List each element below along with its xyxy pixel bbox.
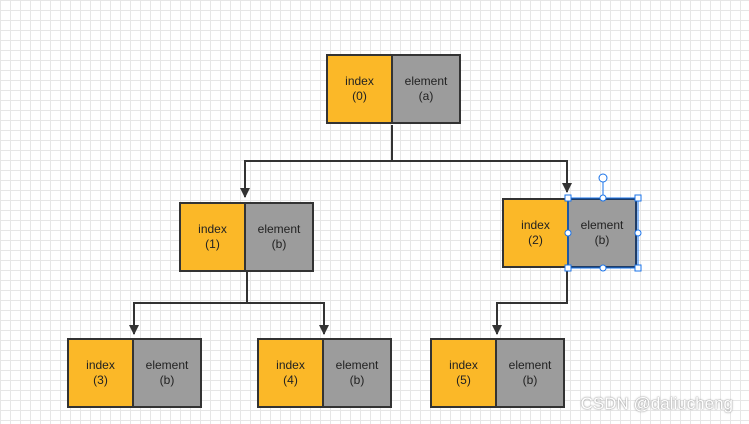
connector-0-to-2 <box>391 125 572 193</box>
watermark: CSDN @daliucheng <box>580 394 733 413</box>
index-cell: index (2) <box>502 198 569 268</box>
index-value: (2) <box>528 233 543 247</box>
index-label: index <box>276 358 305 372</box>
connector-1-to-4 <box>246 272 329 335</box>
connector-2-to-5 <box>492 268 568 335</box>
index-label: index <box>345 74 374 88</box>
index-label: index <box>86 358 115 372</box>
element-value: (b) <box>271 237 287 251</box>
index-value: (0) <box>352 89 367 103</box>
resize-handle-top-right[interactable] <box>634 194 642 202</box>
index-value: (1) <box>205 237 220 251</box>
element-cell: element (b) <box>322 338 392 408</box>
element-value: (b) <box>349 373 365 387</box>
index-label: index <box>198 222 227 236</box>
index-cell: index (4) <box>257 338 324 408</box>
index-value: (5) <box>456 373 471 387</box>
connector-0-to-1 <box>240 125 393 198</box>
resize-handle-top[interactable] <box>599 194 607 202</box>
element-cell: element (b) <box>495 338 565 408</box>
element-value: (b) <box>522 373 538 387</box>
element-cell: element (a) <box>391 54 461 124</box>
element-label: element <box>404 74 448 88</box>
resize-handle-top-left[interactable] <box>564 194 572 202</box>
index-value: (3) <box>93 373 108 387</box>
resize-handle-bottom-right[interactable] <box>634 264 642 272</box>
element-value: (b) <box>594 233 610 247</box>
resize-handle-left[interactable] <box>564 229 572 237</box>
index-cell: index (5) <box>430 338 497 408</box>
resize-handle-bottom[interactable] <box>599 264 607 272</box>
rotate-handle[interactable] <box>598 173 608 183</box>
index-label: index <box>521 218 550 232</box>
element-cell: element (b) <box>132 338 202 408</box>
element-label: element <box>335 358 379 372</box>
element-label: element <box>257 222 301 236</box>
resize-handle-right[interactable] <box>634 229 642 237</box>
element-label: element <box>508 358 552 372</box>
index-label: index <box>449 358 478 372</box>
connector-1-to-3 <box>129 272 248 335</box>
resize-handle-bottom-left[interactable] <box>564 264 572 272</box>
index-value: (4) <box>283 373 298 387</box>
element-value: (b) <box>159 373 175 387</box>
element-label: element <box>145 358 189 372</box>
element-value: (a) <box>418 89 434 103</box>
element-cell[interactable]: element (b) <box>567 198 637 268</box>
index-cell: index (1) <box>179 202 246 272</box>
index-cell: index (3) <box>67 338 134 408</box>
element-cell: element (b) <box>244 202 314 272</box>
element-label: element <box>580 218 624 232</box>
index-cell: index (0) <box>326 54 393 124</box>
